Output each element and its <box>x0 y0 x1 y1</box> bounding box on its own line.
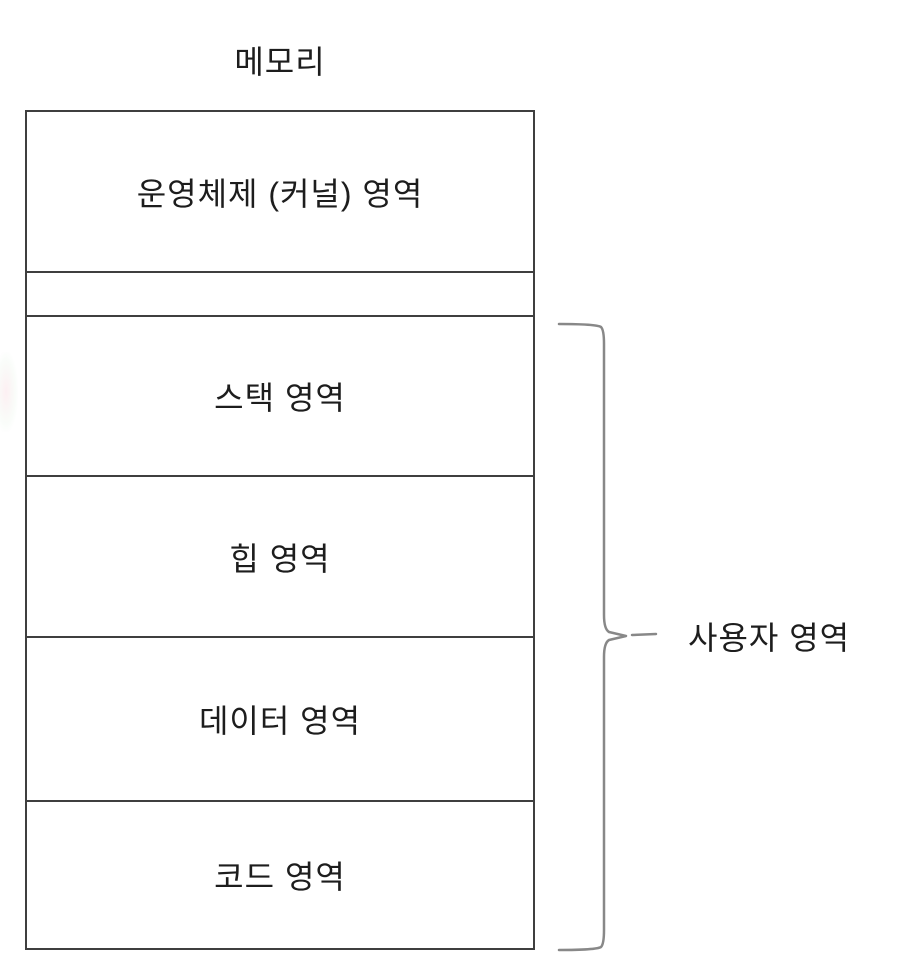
section-data: 데이터 영역 <box>27 638 533 802</box>
diagram-title: 메모리 <box>234 44 326 80</box>
section-os-kernel: 운영체제 (커널) 영역 <box>27 112 533 273</box>
section-data-label: 데이터 영역 <box>198 703 362 739</box>
section-heap-label: 힙 영역 <box>229 540 331 577</box>
section-heap: 힙 영역 <box>27 477 533 638</box>
section-os-kernel-label: 운영체제 (커널) 영역 <box>136 175 424 212</box>
section-stack: 스택 영역 <box>27 317 533 477</box>
section-code: 코드 영역 <box>27 802 533 948</box>
memory-box: 운영체제 (커널) 영역 스택 영역 힙 영역 데이터 영역 코드 영역 <box>25 110 535 950</box>
curly-brace-svg <box>557 322 658 952</box>
user-area-label: 사용자 영역 <box>688 620 851 656</box>
section-free-gap <box>27 273 533 317</box>
user-area-brace-icon <box>552 312 662 962</box>
left-edge-smudge <box>0 352 18 432</box>
section-stack-label: 스택 영역 <box>214 380 346 416</box>
section-code-label: 코드 영역 <box>214 859 346 895</box>
